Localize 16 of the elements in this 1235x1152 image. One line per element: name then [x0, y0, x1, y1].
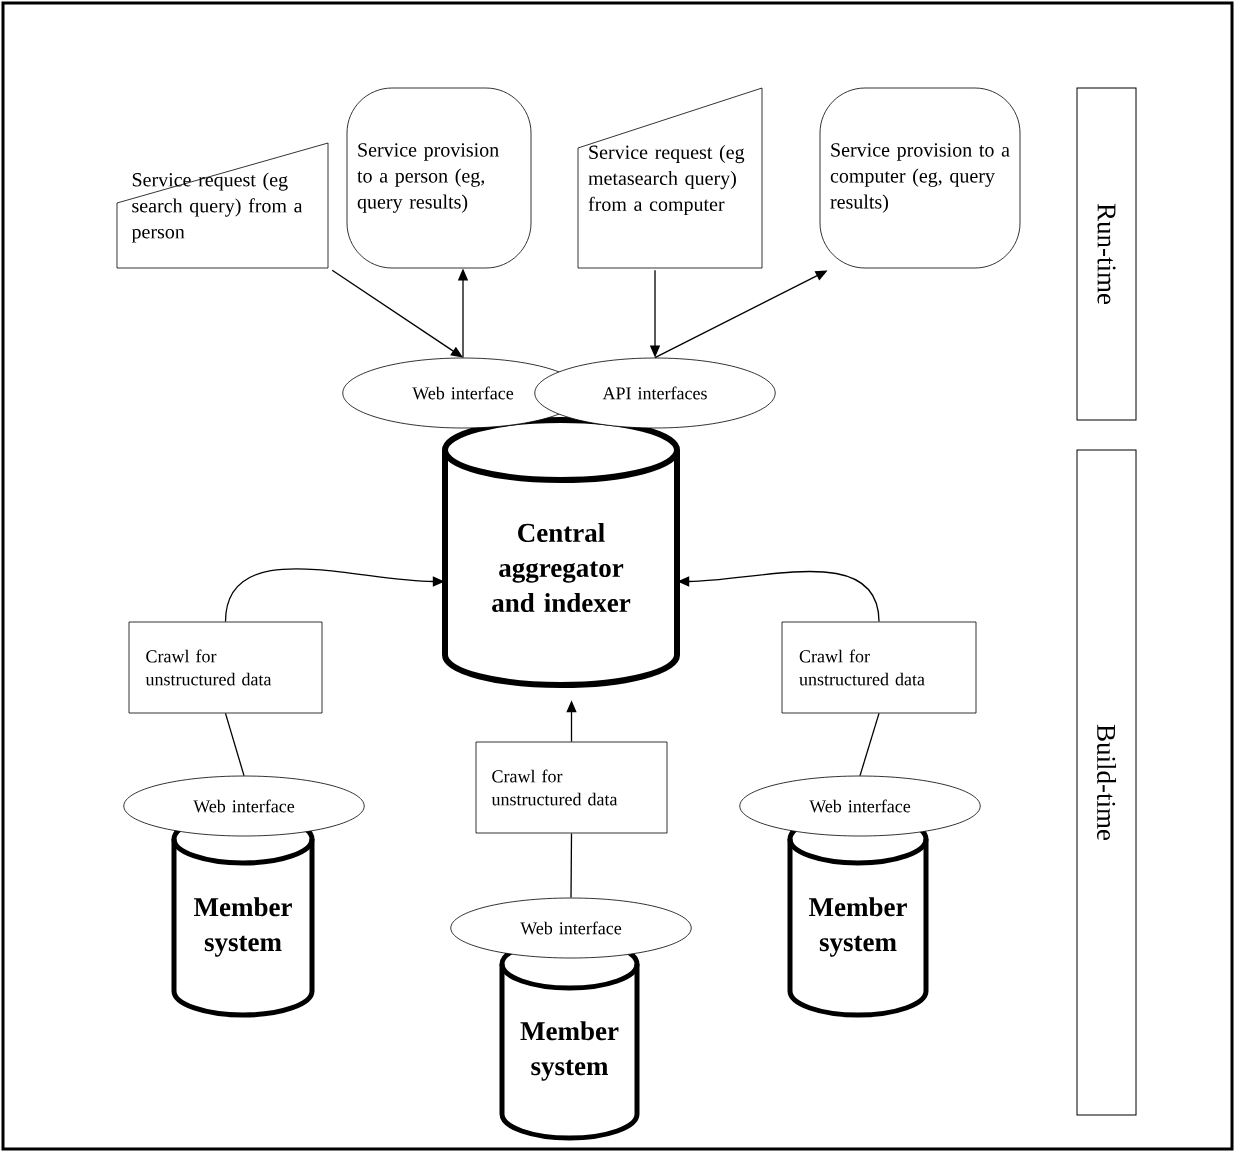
connector-line	[570, 832, 573, 899]
process-box: Crawl for unstructured data	[781, 621, 977, 714]
process-box: Crawl for unstructured data	[475, 741, 668, 834]
request-card: Service request (eg metasearch query) from a computer	[577, 87, 763, 269]
request-card: Service request (eg search query) from a person	[116, 142, 329, 269]
node-label: Member system	[808, 897, 907, 957]
node-label: Member system	[193, 897, 292, 957]
node-label: Member system	[520, 1021, 619, 1081]
phase-band: Build-time	[1076, 449, 1137, 1116]
phase-band: Run-time	[1076, 87, 1137, 421]
database-cylinder: Central aggregator and indexer	[442, 417, 680, 688]
process-box: Crawl for unstructured data	[128, 621, 323, 714]
node-label: Central aggregator and indexer	[492, 523, 631, 613]
connector-line	[859, 712, 880, 777]
arrow	[331, 269, 463, 358]
connector-line	[224, 712, 245, 777]
